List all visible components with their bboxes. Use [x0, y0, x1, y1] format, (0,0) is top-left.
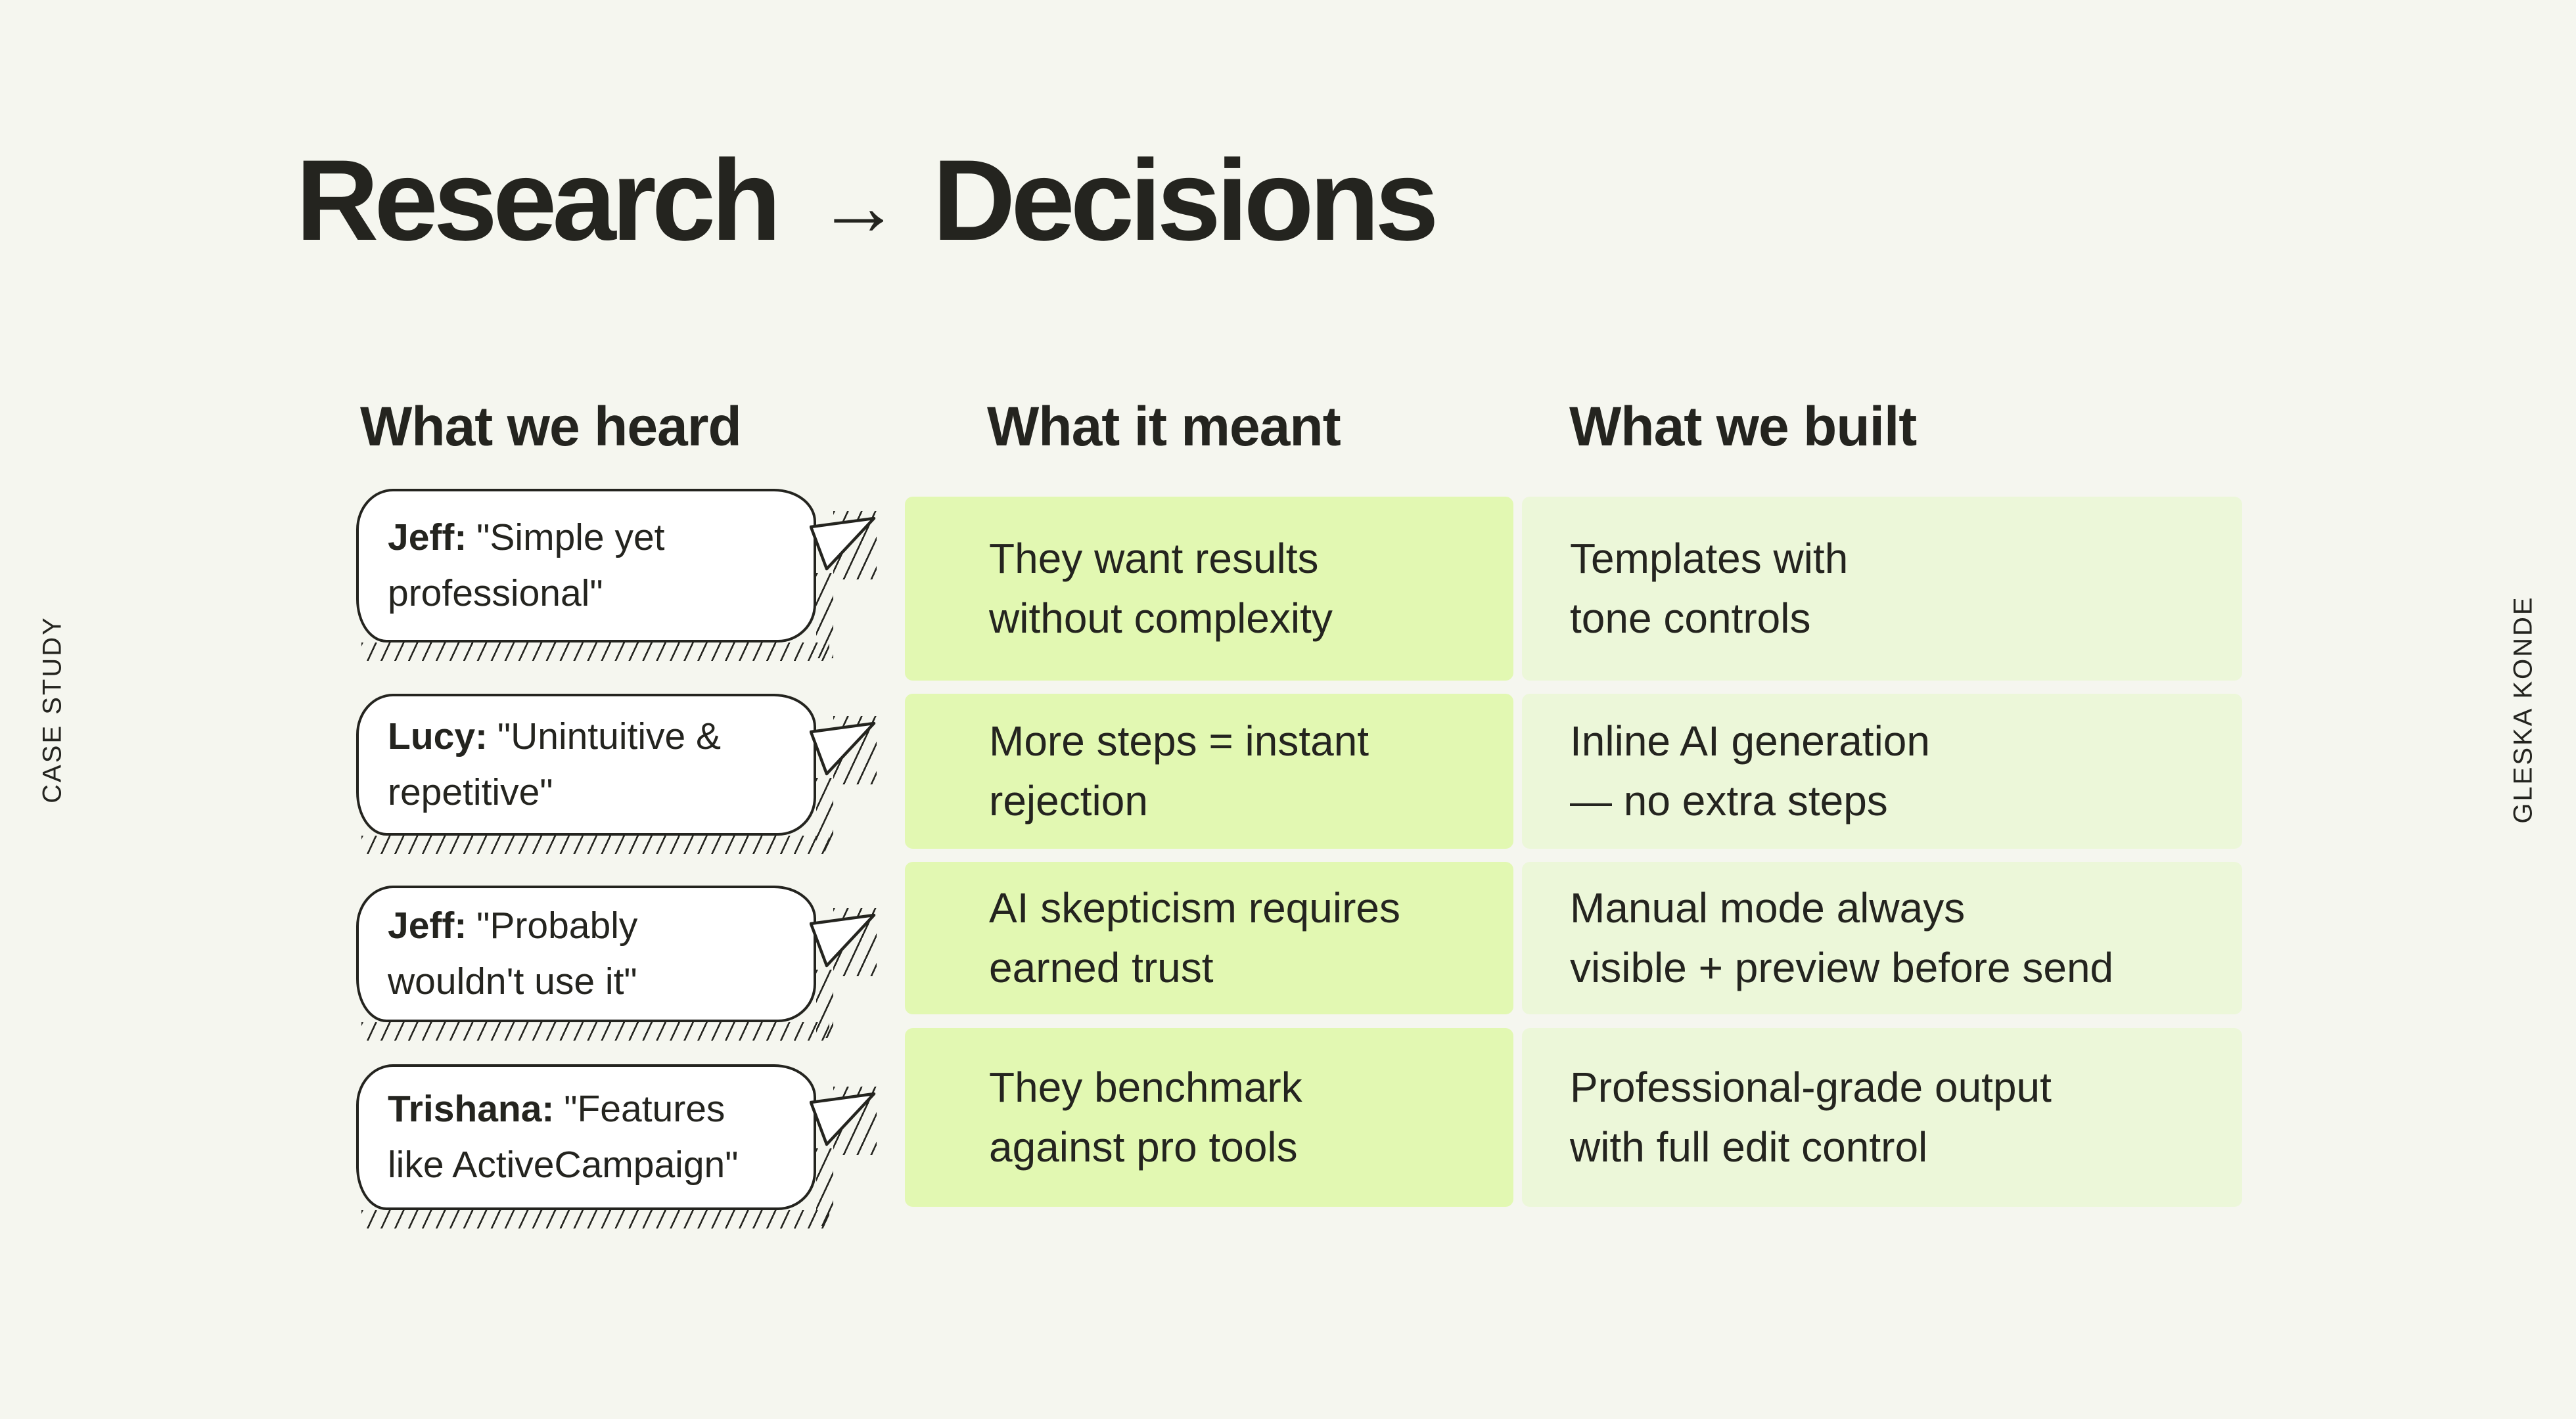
- quote-speaker: Lucy:: [388, 715, 488, 757]
- speech-bubble-row4: Trishana:"Features like ActiveCampaign": [356, 1064, 877, 1228]
- hatch-shadow-right: [816, 970, 833, 1038]
- quote-row3: Jeff:"Probably wouldn't use it": [356, 886, 816, 1022]
- bubble-tail-icon: [810, 913, 876, 968]
- meant-cell-row4: They benchmark against pro tools: [905, 1028, 1513, 1207]
- case-study-side-label: CASE STUDY: [37, 616, 67, 803]
- built-text: Inline AI generation — no extra steps: [1570, 717, 1930, 824]
- bubble-tail-icon: [810, 516, 876, 571]
- quote-row4: Trishana:"Features like ActiveCampaign": [356, 1064, 816, 1210]
- built-cell-row4: Professional-grade output with full edit…: [1522, 1028, 2242, 1207]
- quote-speaker: Jeff:: [388, 904, 467, 947]
- meant-cell-row3: AI skepticism requires earned trust: [905, 862, 1513, 1014]
- page-title: Research → Decisions: [296, 143, 1439, 258]
- title-word-decisions: Decisions: [932, 137, 1439, 265]
- built-text: Professional-grade output with full edit…: [1570, 1064, 2052, 1171]
- meant-cell-row1: They want results without complexity: [905, 497, 1513, 681]
- hatch-shadow-bottom: [361, 1022, 829, 1041]
- quote-row2: Lucy:"Unintuitive & repetitive": [356, 694, 816, 836]
- hatch-shadow-bottom: [361, 642, 829, 661]
- author-side-label: GLESKA KONDE: [2508, 595, 2538, 824]
- meant-text: They benchmark against pro tools: [989, 1064, 1302, 1171]
- column-header-meant: What it meant: [987, 395, 1341, 457]
- quote-speaker: Trishana:: [388, 1087, 555, 1130]
- meant-cell-row2: More steps = instant rejection: [905, 694, 1513, 849]
- title-word-research: Research: [296, 137, 781, 265]
- hatch-shadow-right: [816, 1148, 833, 1226]
- quote-text: "Simple yet professional": [388, 516, 665, 615]
- speech-bubble-row2: Lucy:"Unintuitive & repetitive": [356, 694, 877, 854]
- hatch-shadow-bottom: [361, 836, 829, 854]
- built-cell-row1: Templates with tone controls: [1522, 497, 2242, 681]
- hatch-shadow-bottom: [361, 1210, 829, 1228]
- meant-text: They want results without complexity: [989, 535, 1333, 642]
- right-arrow-icon: →: [817, 160, 900, 253]
- bubble-tail-icon: [810, 1092, 876, 1146]
- hatch-shadow-right: [816, 573, 833, 658]
- speech-bubble-row1: Jeff:"Simple yet professional": [356, 489, 877, 661]
- quote-speaker: Jeff:: [388, 516, 467, 558]
- quote-text: "Features like ActiveCampaign": [388, 1087, 739, 1186]
- hatch-shadow-right: [816, 778, 833, 851]
- quote-text: "Unintuitive & repetitive": [388, 715, 722, 814]
- meant-text: AI skepticism requires earned trust: [989, 884, 1400, 991]
- speech-bubble-row3: Jeff:"Probably wouldn't use it": [356, 886, 877, 1041]
- quote-row1: Jeff:"Simple yet professional": [356, 489, 816, 642]
- column-header-built: What we built: [1569, 395, 1917, 457]
- built-cell-row3: Manual mode always visible + preview bef…: [1522, 862, 2242, 1014]
- built-text: Manual mode always visible + preview bef…: [1570, 884, 2114, 991]
- quote-text: "Probably wouldn't use it": [388, 904, 638, 1003]
- built-text: Templates with tone controls: [1570, 535, 1849, 642]
- meant-text: More steps = instant rejection: [989, 717, 1369, 824]
- column-header-heard: What we heard: [360, 395, 742, 457]
- built-cell-row2: Inline AI generation — no extra steps: [1522, 694, 2242, 849]
- bubble-tail-icon: [810, 721, 876, 776]
